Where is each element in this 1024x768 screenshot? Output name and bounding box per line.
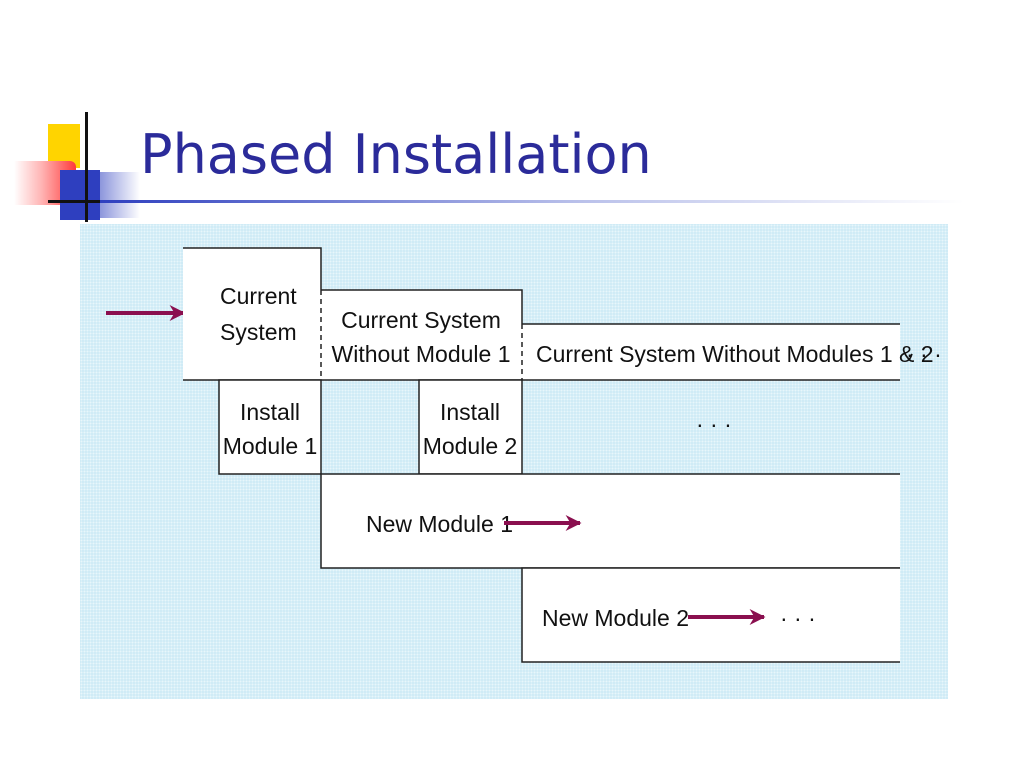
current-system-without-module-1-label-line-1: Current System <box>341 307 501 333</box>
install-module-2-label-line-2: Module 2 <box>423 433 518 459</box>
install-module-1-label-line-1: Install <box>240 399 300 425</box>
ellipsis-middle: · · · <box>696 411 732 437</box>
new-module-2-label: New Module 2 <box>542 605 689 631</box>
install-module-1-label-line-2: Module 1 <box>223 433 318 459</box>
install-module-1-box: Install Module 1 <box>218 379 322 475</box>
current-system-without-module-1-box: Current System Without Module 1 <box>320 289 523 381</box>
current-system-label-line-1: Current <box>220 283 297 309</box>
logo-vertical-line <box>85 112 88 222</box>
current-system-without-modules-1-2-label: Current System Without Modules 1 & 2 <box>536 341 934 367</box>
logo-yellow-square <box>48 124 80 168</box>
diagram-panel: Current System Current System Without Mo… <box>80 224 948 699</box>
current-system-box: Current System <box>183 247 322 381</box>
ellipsis-current-system: · · · <box>906 341 942 367</box>
phased-installation-diagram: Current System Current System Without Mo… <box>106 247 942 663</box>
new-module-1-label: New Module 1 <box>366 511 513 537</box>
new-module-1-box: New Module 1 <box>320 473 900 569</box>
install-module-2-label-line-1: Install <box>440 399 500 425</box>
logo-mark <box>0 0 150 230</box>
current-system-without-module-1-label-line-2: Without Module 1 <box>332 341 511 367</box>
ellipsis-new-module-2: · · · <box>780 605 816 631</box>
logo-horizontal-line <box>48 200 148 203</box>
logo-blue-glow <box>100 172 140 218</box>
current-system-without-modules-1-2-box: Current System Without Modules 1 & 2 <box>521 323 934 381</box>
logo-blue-square <box>60 170 100 220</box>
new-module-2-box: New Module 2 · · · <box>521 567 900 663</box>
title-underline <box>100 200 964 203</box>
slide-title: Phased Installation <box>140 123 652 186</box>
current-system-label-line-2: System <box>220 319 297 345</box>
install-module-2-box: Install Module 2 <box>418 379 523 475</box>
